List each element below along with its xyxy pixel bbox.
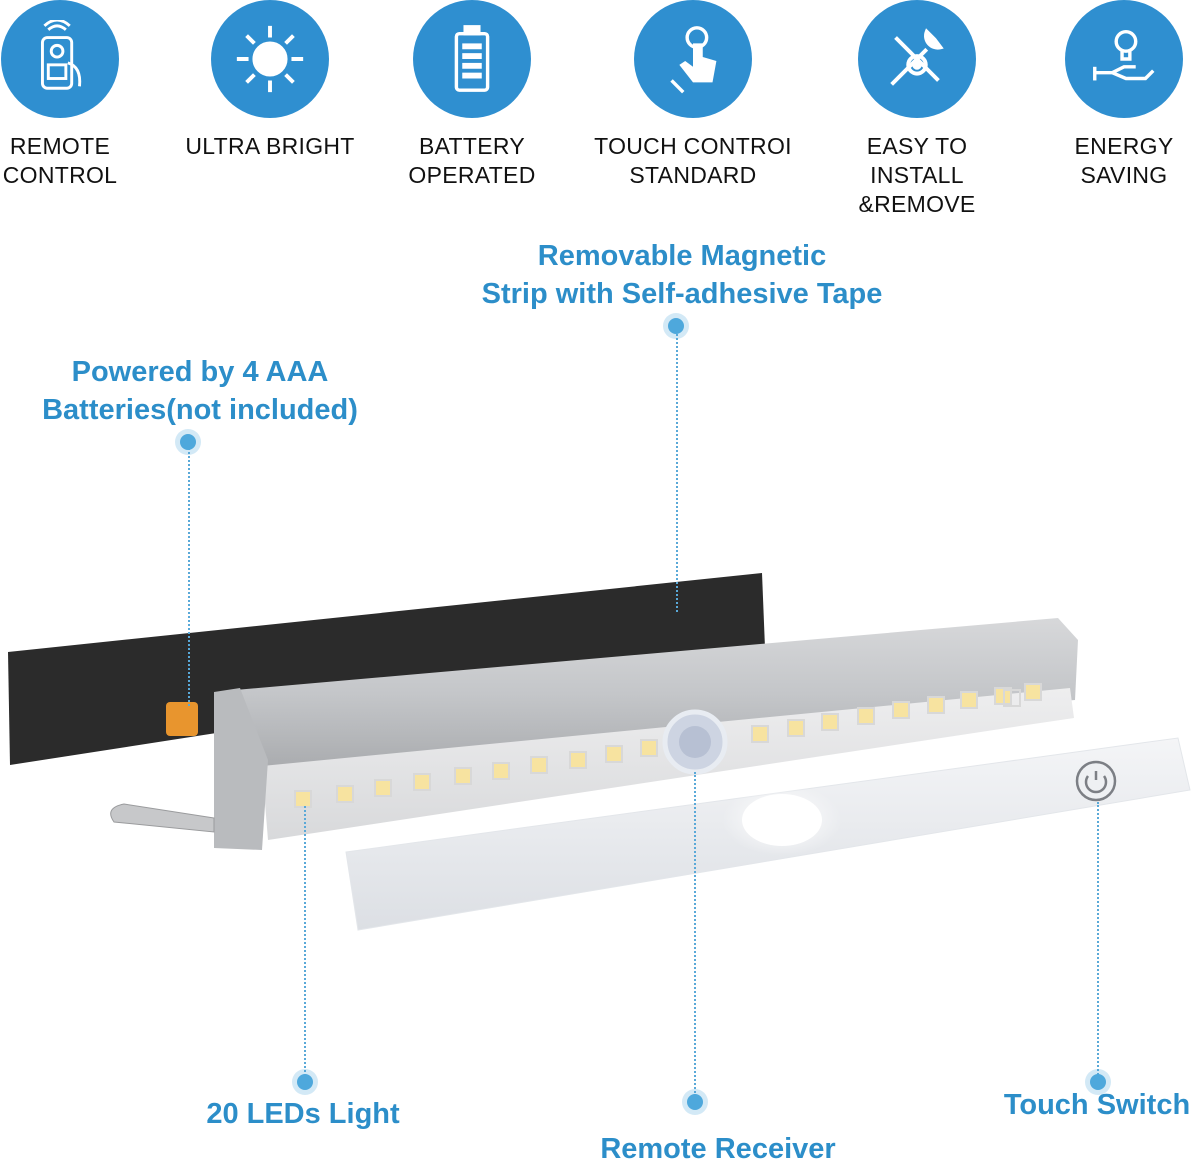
led — [294, 790, 312, 808]
sun-icon — [211, 0, 329, 118]
feature-energy-saving: ENERGY SAVING — [1024, 0, 1200, 190]
callout-line: Batteries(not included) — [42, 394, 358, 426]
led — [492, 762, 510, 780]
feature-touch-control: TOUCH CONTROI STANDARD — [593, 0, 793, 190]
callout-line: Strip with Self-adhesive Tape — [481, 278, 883, 310]
feature-label-line2: SAVING — [1080, 162, 1168, 188]
feature-easy-install: EASY TO INSTALL&REMOVE — [817, 0, 1017, 219]
led — [787, 719, 805, 737]
feature-label-line2: OPERATED — [408, 162, 536, 188]
touch-hand-icon — [634, 0, 752, 118]
led — [892, 701, 910, 719]
feature-ultra-bright: ULTRA BRIGHT — [170, 0, 370, 161]
touch-callout-dot — [1090, 1074, 1106, 1090]
led — [374, 779, 392, 797]
leds-callout: 20 LEDs Light — [206, 1098, 400, 1130]
touch-switch-callout: Touch Switch — [1003, 1089, 1191, 1121]
touch-callout-line — [1097, 802, 1099, 1078]
battery-icon — [413, 0, 531, 118]
feature-label-line1: BATTERY — [418, 133, 526, 159]
led — [857, 707, 875, 725]
remote-receiver-callout: Remote Receiver — [600, 1133, 836, 1165]
led — [960, 691, 978, 709]
leds-callout-dot — [297, 1074, 313, 1090]
feature-label-line1: TOUCH CONTROI — [594, 133, 792, 159]
led — [1003, 689, 1021, 707]
led-panel — [262, 688, 1074, 840]
magnetic-callout-line — [676, 330, 678, 612]
remote-control-icon — [1, 0, 119, 118]
battery-cap — [166, 702, 198, 736]
mounting-clip — [110, 803, 215, 833]
led — [530, 756, 548, 774]
led — [751, 725, 769, 743]
led — [927, 696, 945, 714]
led — [821, 713, 839, 731]
led — [605, 745, 623, 763]
led — [569, 751, 587, 769]
magnetic-callout-dot — [668, 318, 684, 334]
feature-label-line2: STANDARD — [629, 162, 757, 188]
feature-label-line2: CONTROL — [2, 162, 118, 188]
touch-switch-button — [1075, 760, 1117, 802]
energy-saving-icon — [1065, 0, 1183, 118]
leds-callout-line — [304, 806, 306, 1076]
feature-label-line1: ENERGY — [1074, 133, 1174, 159]
feature-label-line1: EASY TO INSTALL — [866, 133, 968, 188]
led — [1024, 683, 1042, 701]
receiver-callout-line — [694, 772, 696, 1096]
feature-remote-control: REMOTE CONTROL — [0, 0, 160, 190]
feature-label-line2: &REMOVE — [858, 191, 976, 217]
led — [454, 767, 472, 785]
led — [640, 739, 658, 757]
feature-label-line1: REMOTE — [9, 133, 111, 159]
batteries-callout-line — [188, 448, 190, 706]
light-bar-body — [230, 618, 1078, 770]
batteries-callout-dot — [180, 434, 196, 450]
callout-line: Powered by 4 AAA — [71, 356, 329, 388]
magnetic-strip-callout: Removable Magnetic Strip with Self-adhes… — [432, 237, 932, 313]
batteries-callout: Powered by 4 AAA Batteries(not included) — [0, 353, 400, 429]
receiver-callout-dot — [687, 1094, 703, 1110]
feature-battery: BATTERY OPERATED — [372, 0, 572, 190]
led — [413, 773, 431, 791]
led — [336, 785, 354, 803]
tools-icon — [858, 0, 976, 118]
callout-line: Removable Magnetic — [537, 240, 827, 272]
feature-label-line1: ULTRA BRIGHT — [185, 133, 355, 159]
